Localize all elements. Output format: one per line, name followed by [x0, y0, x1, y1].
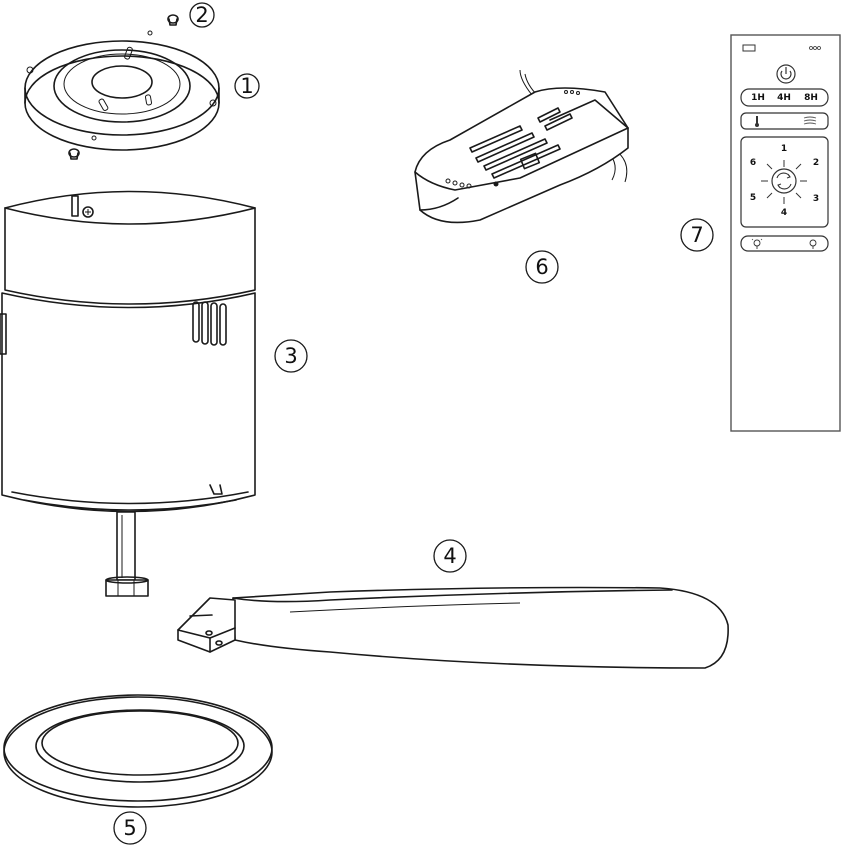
callout-2: 2 [189, 2, 215, 28]
fan-blade [177, 586, 729, 669]
callout-7-label: 7 [690, 223, 703, 247]
speed-4-button[interactable]: 4 [781, 208, 787, 218]
light-dim-icon[interactable] [751, 238, 763, 249]
callout-3-label: 3 [284, 344, 297, 368]
speed-1-button[interactable]: 1 [781, 144, 787, 154]
timer-4h-button[interactable]: 4H [777, 93, 791, 103]
callout-6: 6 [525, 250, 559, 284]
vent-slots [192, 301, 227, 346]
motor-housing [0, 190, 256, 597]
timer-8h-button[interactable]: 8H [804, 93, 818, 103]
speed-5-button[interactable]: 5 [750, 193, 756, 203]
mode-button-row [740, 112, 829, 130]
callout-4: 4 [433, 539, 467, 573]
speed-2-button[interactable]: 2 [813, 158, 819, 168]
timer-1h-button[interactable]: 1H [751, 93, 765, 103]
callout-4-label: 4 [443, 544, 456, 568]
callout-7: 7 [680, 218, 714, 252]
reverse-direction-button[interactable] [771, 168, 797, 194]
callout-2-label: 2 [195, 3, 208, 27]
trim-ring [3, 694, 273, 808]
mounting-bracket [24, 14, 220, 160]
remote-control: 1H 4H 8H [730, 34, 841, 432]
callout-5-label: 5 [123, 816, 136, 840]
receiver [414, 69, 629, 224]
callout-3: 3 [274, 339, 308, 373]
power-button[interactable] [776, 64, 796, 84]
callout-5: 5 [113, 811, 147, 845]
light-bright-icon[interactable] [809, 239, 817, 249]
callout-1: 1 [234, 73, 260, 99]
speed-6-button[interactable]: 6 [750, 158, 756, 168]
callout-6-label: 6 [535, 255, 548, 279]
callout-1-label: 1 [240, 74, 253, 98]
thermometer-icon[interactable] [755, 116, 759, 127]
light-button-row [740, 235, 829, 252]
speed-dial: 1 2 3 4 5 6 [740, 136, 829, 228]
wind-icon[interactable] [803, 116, 817, 125]
power-icon [780, 67, 792, 80]
timer-button-row: 1H 4H 8H [740, 88, 829, 107]
speed-3-button[interactable]: 3 [813, 194, 819, 204]
reverse-direction-icon [776, 172, 792, 190]
